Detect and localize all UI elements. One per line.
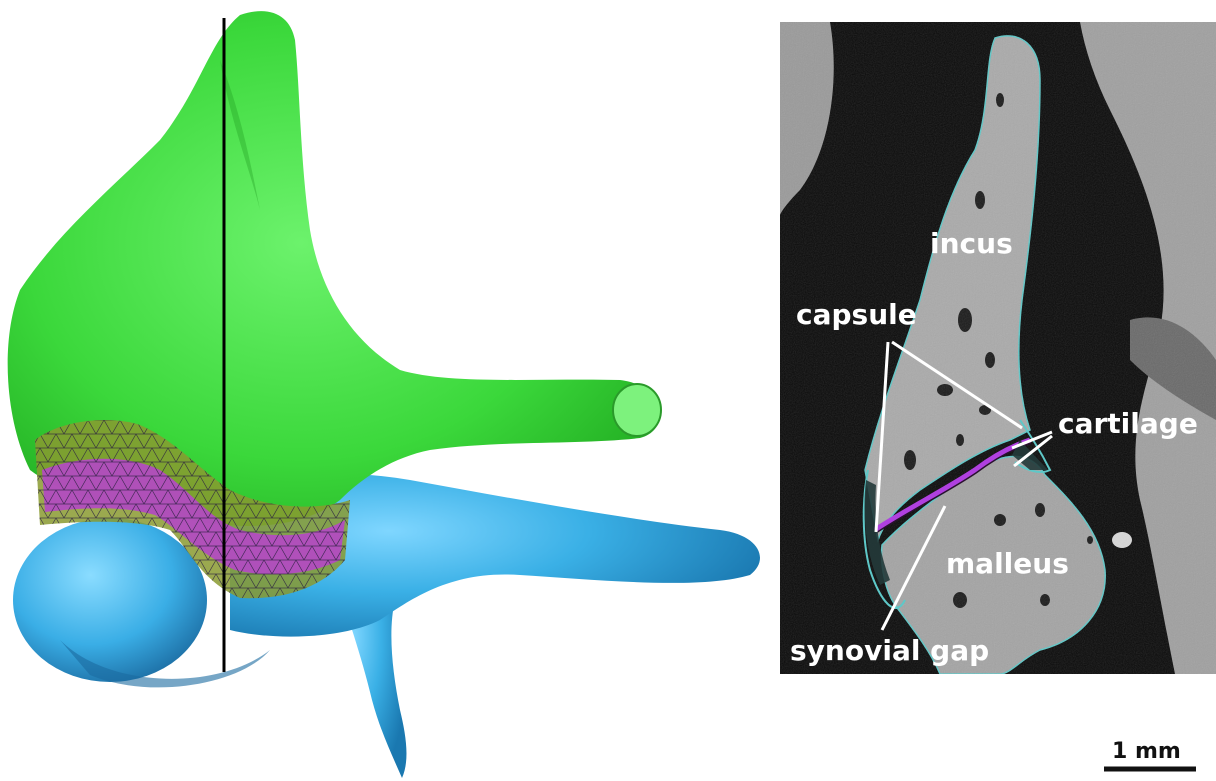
label-capsule: capsule [796,298,917,331]
scale-bar: 1 mm [1104,739,1196,769]
ossicle-3d-model [8,11,760,778]
incus-process-tip [613,384,661,436]
label-incus: incus [930,227,1013,260]
scale-bar-label: 1 mm [1112,739,1181,764]
malleus-head [13,518,207,682]
label-malleus: malleus [946,547,1069,580]
label-cartilage: cartilage [1058,407,1198,440]
label-synovial-gap: synovial gap [790,634,989,667]
